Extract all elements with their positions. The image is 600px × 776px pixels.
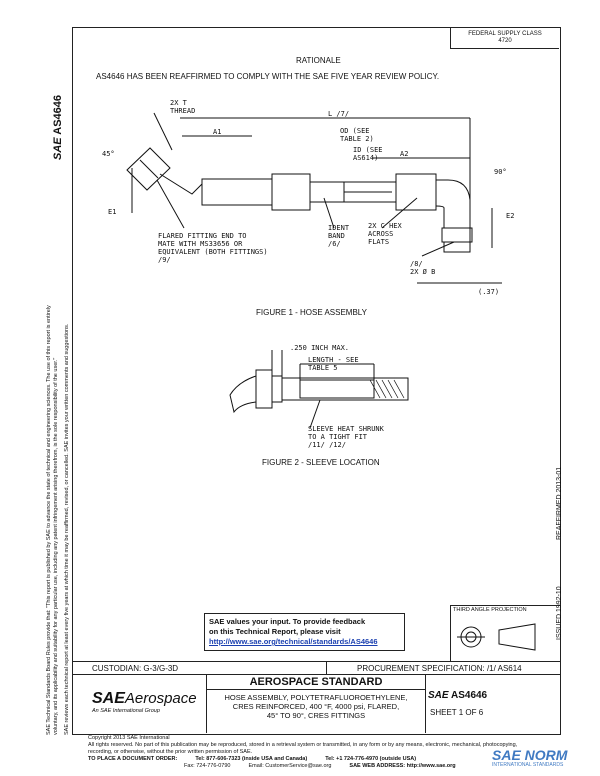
watermark-text: SAE NORM (492, 747, 568, 763)
feedback-box: SAE values your input. To provide feedba… (204, 613, 405, 651)
custodian-divider (326, 661, 327, 675)
label-sleeve: SLEEVE HEAT SHRUNK TO A TIGHT FIT /11/ /… (308, 425, 384, 449)
label-e1: E1 (108, 208, 117, 216)
sae-small: SAE (428, 690, 449, 701)
order-label: TO PLACE A DOCUMENT ORDER: (88, 756, 178, 762)
projection-box (450, 605, 560, 662)
logo-sae: SAE (92, 690, 125, 707)
copyright: Copyright 2013 SAE International (88, 735, 170, 741)
rationale-text: AS4646 HAS BEEN REAFFIRMED TO COMPLY WIT… (96, 72, 440, 81)
web-address: SAE WEB ADDRESS: http://www.sae.org (349, 763, 456, 769)
figure-2-caption: FIGURE 2 - SLEEVE LOCATION (262, 458, 380, 467)
standard-heading: AEROSPACE STANDARD (207, 676, 425, 690)
figure-1-hose-assembly (126, 112, 502, 284)
label-dim-37: (.37) (478, 288, 500, 296)
feedback-link[interactable]: http://www.sae.org/technical/standards/A… (209, 637, 378, 646)
email: Email: CustomerService@sae.org (248, 763, 332, 769)
label-id: ID (SEE AS614) (353, 146, 383, 162)
third-angle-projection-icon (457, 623, 536, 651)
fitting-ferrule-left (271, 173, 311, 211)
figure-2-sleeve-location (229, 350, 409, 429)
label-e2: E2 (506, 212, 515, 220)
label-ident-band: IDENT BAND /6/ (328, 224, 350, 248)
description-line-1: HOSE ASSEMBLY, POLYTETRAFLUOROETHYLENE, (224, 693, 408, 702)
label-flared: FLARED FITTING END TO MATE WITH MS33656 … (158, 232, 268, 264)
watermark: SAE NORM INTERNATIONAL STANDARDS (492, 748, 567, 768)
label-length: LENGTH - SEE TABLE 5 (308, 356, 359, 372)
sheet-number: SHEET 1 OF 6 (430, 708, 484, 717)
title-divider-2 (425, 675, 426, 733)
description-line-2: CRES REINFORCED, 400 °F, 4000 psi, FLARE… (232, 702, 400, 711)
description-line-3: 45° TO 90°, CRES FITTINGS (266, 711, 366, 720)
label-b: /8/ 2X Ø B (410, 260, 436, 276)
projection-label: THIRD ANGLE PROJECTION (453, 607, 527, 613)
copyright-line-3: recording, or otherwise, without the pri… (88, 749, 253, 755)
label-max: .250 INCH MAX. (290, 344, 350, 352)
procurement-spec: PROCUREMENT SPECIFICATION: /1/ AS614 (357, 664, 522, 673)
label-thread: 2X T THREAD (170, 99, 196, 115)
fitting-ferrule-right (395, 173, 437, 211)
label-hex: 2X C HEX ACROSS FLATS (368, 222, 402, 246)
label-a1: A1 (213, 128, 222, 136)
doc-number: AS4646 (450, 690, 488, 701)
copyright-line-2: All rights reserved. No part of this pub… (88, 742, 518, 748)
feedback-line-1: SAE values your input. To provide feedba… (209, 617, 366, 626)
logo-subtitle: An SAE International Group (92, 708, 160, 714)
doc-number-cell: SAE AS4646 (428, 690, 487, 701)
custodian: CUSTODIAN: G-3/G-3D (92, 664, 179, 673)
figure-1-caption: FIGURE 1 - HOSE ASSEMBLY (256, 308, 367, 317)
sleeve (299, 379, 375, 399)
label-angle-45: 45° (102, 150, 115, 158)
sae-prefix: SAE (52, 137, 64, 160)
sae-aerospace-logo: SAEAerospace An SAE International Group (92, 690, 197, 714)
watermark-subtext: INTERNATIONAL STANDARDS (492, 762, 564, 768)
label-a2: A2 (400, 150, 409, 158)
federal-supply-class-box: FEDERAL SUPPLY CLASS 4720 (450, 27, 559, 49)
drawing-frame (72, 27, 561, 735)
custodian-row (72, 661, 561, 675)
logo-aerospace: Aerospace (124, 690, 197, 707)
label-od: OD (SEE TABLE 2) (340, 127, 374, 143)
rationale-title: RATIONALE (296, 56, 341, 65)
label-angle-90: 90° (494, 168, 507, 176)
tel-2: Tel: +1 724-776-4970 (outside USA) (325, 756, 417, 762)
description: HOSE ASSEMBLY, POLYTETRAFLUOROETHYLENE, … (207, 693, 425, 720)
issued-date: ISSUED 1992-10 (556, 586, 563, 640)
tel-1: Tel: 877-606-7323 (inside USA and Canada… (195, 756, 308, 762)
title-divider-1 (206, 675, 207, 733)
footer: Copyright 2013 SAE International All rig… (88, 735, 558, 770)
label-l: L /7/ (328, 110, 350, 118)
fax: Fax: 724-776-0790 (184, 763, 231, 769)
reaffirmed-date: REAFFIRMED 2013-01 (556, 466, 563, 540)
feedback-line-2: on this Technical Report, please visit (209, 627, 341, 636)
